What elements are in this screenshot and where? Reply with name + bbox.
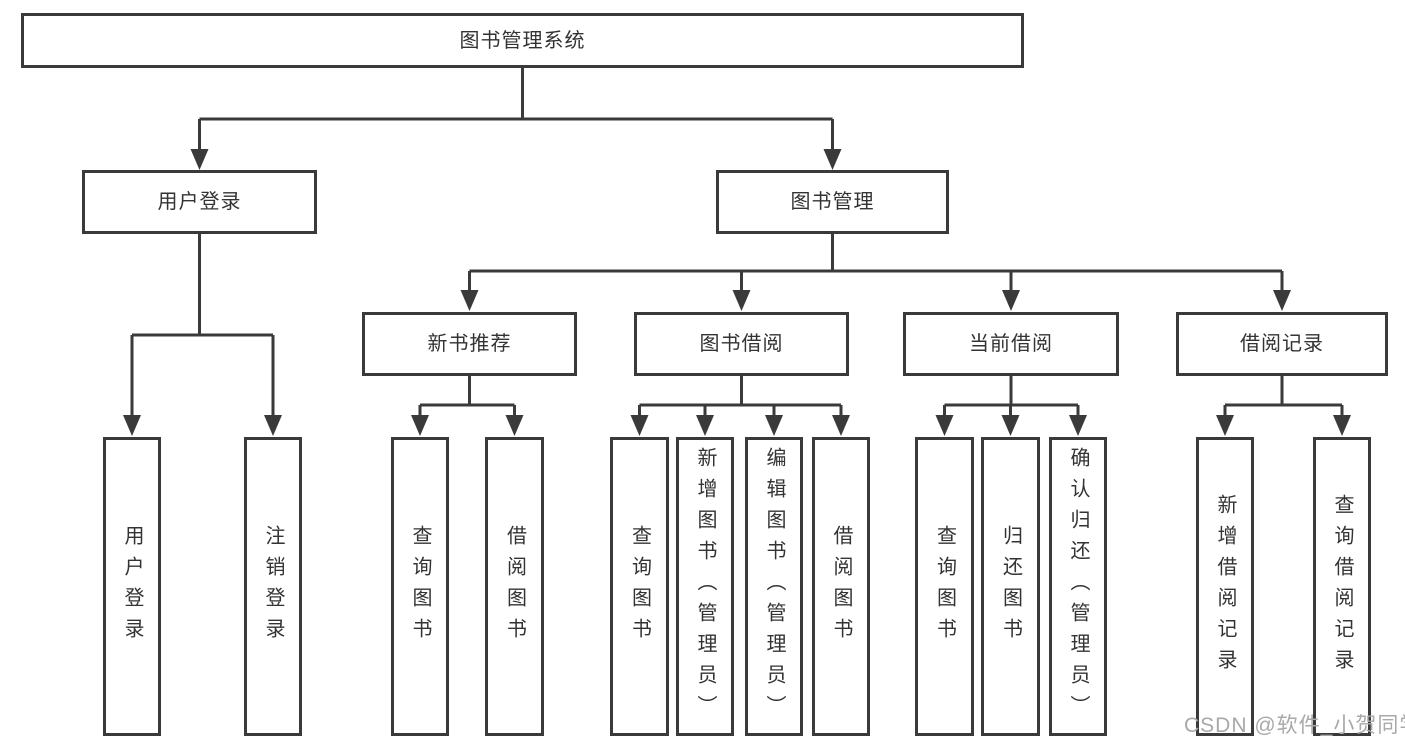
leaf-confirm-return-admin: 确认归还（管理员） [1049,437,1107,736]
node-library-management-system: 图书管理系统 [21,13,1024,68]
leaf-borrow-books-borrowing: 借阅图书 [812,437,870,736]
leaf-add-borrow-record: 新增借阅记录 [1196,437,1254,736]
leaf-edit-books-admin: 编辑图书（管理员） [745,437,803,736]
node-book-management: 图书管理 [716,170,949,234]
leaf-add-books-admin: 新增图书（管理员） [676,437,734,736]
csdn-watermark: CSDN @软件_小贺同学 [1184,714,1405,737]
leaf-query-books-current: 查询图书 [915,437,974,736]
leaf-return-books: 归还图书 [981,437,1040,736]
leaf-query-borrow-record: 查询借阅记录 [1313,437,1371,736]
leaf-query-books-recommend: 查询图书 [391,437,449,736]
leaf-query-books-borrowing: 查询图书 [610,437,669,736]
leaf-logout: 注销登录 [244,437,302,736]
node-borrowing-records: 借阅记录 [1176,312,1388,376]
leaf-borrow-books-recommend: 借阅图书 [485,437,544,736]
node-book-borrowing: 图书借阅 [634,312,849,376]
node-current-borrowing: 当前借阅 [903,312,1119,376]
leaf-user-login: 用户登录 [103,437,161,736]
node-user-login: 用户登录 [82,170,317,234]
node-new-book-recommend: 新书推荐 [362,312,577,376]
